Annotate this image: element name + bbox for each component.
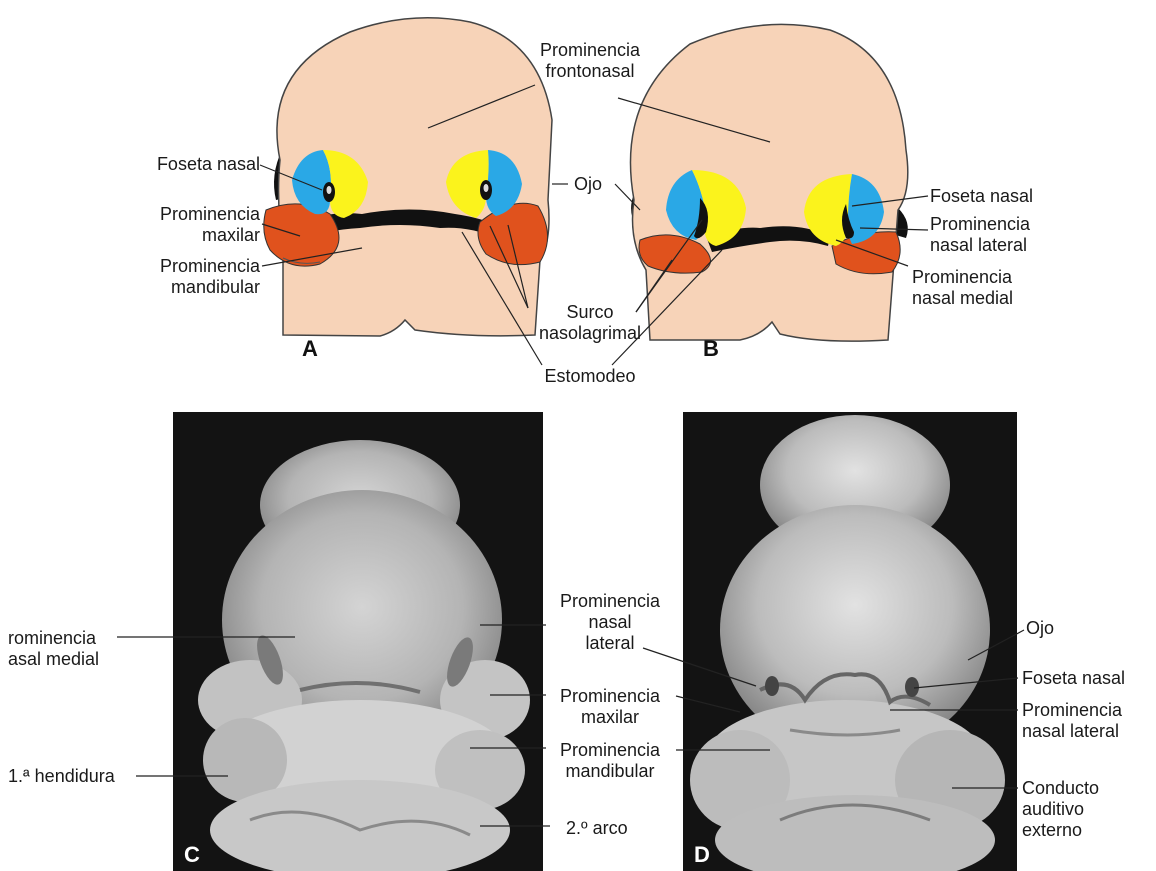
label-a-foseta-nasal: Foseta nasal [100,154,260,175]
panel-c-photo [173,412,543,871]
panel-b-drawing [630,24,907,341]
label-mid-maxilar: Prominencia maxilar [540,686,680,728]
label-d-conducto: Conducto auditivo externo [1022,778,1152,841]
label-d-nasal-lateral: Prominencia nasal lateral [1022,700,1152,742]
panel-a-drawing [264,18,552,336]
label-d-foseta-nasal: Foseta nasal [1022,668,1152,689]
label-frontonasal: Prominencia frontonasal [520,40,660,82]
label-c-nasal-medial: rominencia asal medial [8,628,128,670]
panel-label-a: A [302,336,318,362]
panel-label-b: B [703,336,719,362]
panel-label-d: D [694,842,710,868]
label-d-ojo: Ojo [1026,618,1086,639]
panel-d-photo [683,412,1017,871]
label-b-nasal-lateral: Prominencia nasal lateral [930,214,1090,256]
label-a-maxilar: Prominencia maxilar [100,204,260,246]
label-c-hendidura: 1.ª hendidura [8,766,148,787]
label-mid-nasal-lateral: Prominencia nasal lateral [540,591,680,654]
maxillary-left-a [264,204,339,266]
label-surco-nasolagrimal: Surco nasolagrimal [520,302,660,344]
panel-label-c: C [184,842,200,868]
label-a-mandibular: Prominencia mandibular [100,256,260,298]
label-ojo-top: Ojo [574,174,624,195]
label-estomodeo: Estomodeo [520,366,660,387]
label-arco: 2.º arco [566,818,666,839]
label-mid-mandibular: Prominencia mandibular [540,740,680,782]
label-b-foseta-nasal: Foseta nasal [930,186,1090,207]
label-b-nasal-medial: Prominencia nasal medial [912,267,1072,309]
